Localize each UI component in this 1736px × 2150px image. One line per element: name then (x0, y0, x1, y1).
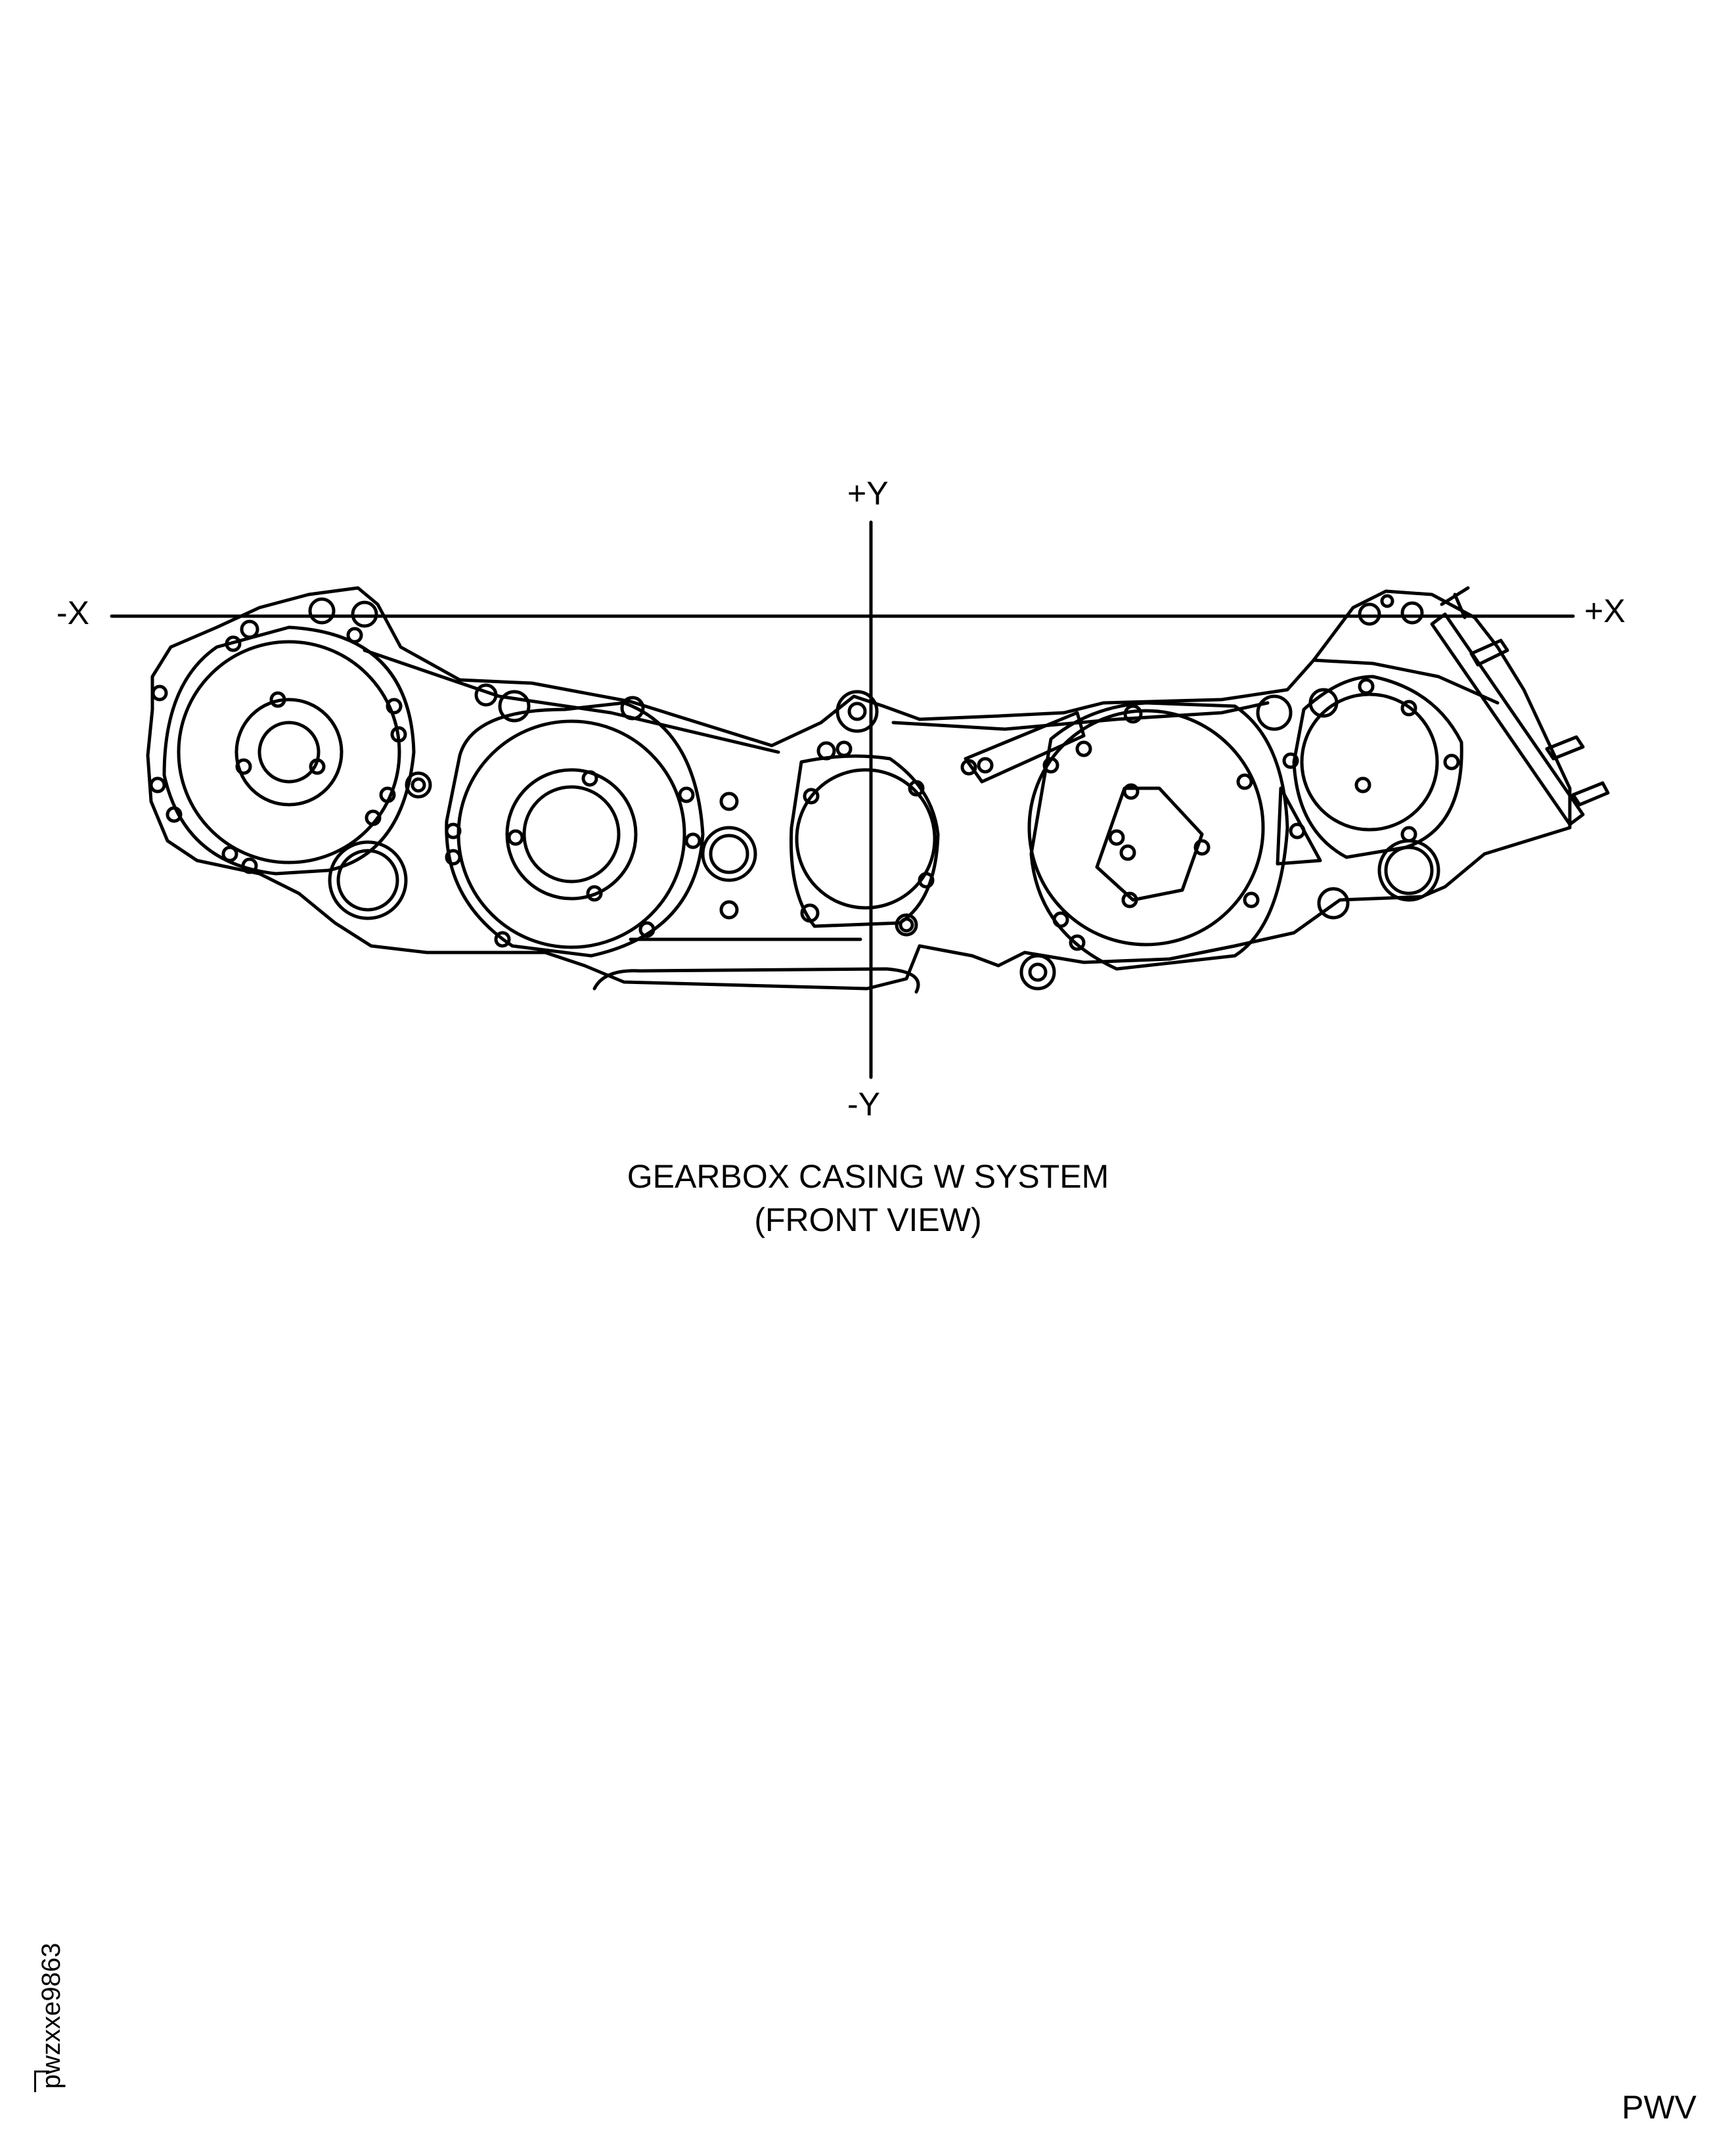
boss-center-left-inner (709, 834, 749, 874)
mount-pad-5 (1282, 675, 1463, 859)
caption-title: GEARBOX CASING W SYSTEM (627, 1158, 1109, 1195)
boss-center-left-bottom (719, 900, 739, 920)
right-top-hole-c (1380, 594, 1394, 608)
boss-left-lower (328, 840, 408, 920)
diagram-caption: GEARBOX CASING W SYSTEM (FRONT VIEW) (0, 1155, 1736, 1242)
boss-left-small-inner (411, 777, 426, 793)
axis-label-minus-y: -Y (847, 1086, 880, 1123)
boss-left-small (405, 771, 432, 799)
boss-right-lower-inner (1384, 845, 1434, 895)
right-top-hole-b (1400, 601, 1424, 625)
document-id: pwzxxe9863 (37, 1942, 66, 2089)
boss-lower-center (1019, 954, 1056, 991)
casing-ridge (363, 648, 1500, 754)
bracket-right (1276, 786, 1322, 866)
boss-center-left (701, 826, 757, 882)
linkage-hole-a (960, 759, 977, 776)
axis-label-minus-x: -X (56, 594, 89, 631)
mount-pad-4 (1027, 701, 1289, 971)
mount-pad-1 (149, 597, 416, 876)
right-top-hole-a (1358, 602, 1381, 626)
mount-pad-2 (445, 683, 705, 958)
casing-outline (146, 586, 1572, 991)
casing-lower-rib (592, 937, 920, 994)
boss-right-upper (1256, 694, 1293, 731)
linkage-arm (964, 711, 1086, 784)
caption-subtitle: (FRONT VIEW) (754, 1201, 982, 1238)
document-id-tick (34, 2071, 49, 2092)
boss-right-bottom (1317, 887, 1350, 920)
boss-right-lower (1377, 839, 1440, 902)
mount-pad-3 (789, 690, 940, 937)
axis-label-plus-x: +X (1584, 593, 1626, 629)
boss-left-lower-inner (336, 849, 399, 912)
axis-label-plus-y: +Y (847, 475, 889, 512)
boss-lower-center-inner (1028, 962, 1048, 982)
linkage-hole-b (977, 757, 994, 774)
boss-center-left-top (719, 792, 739, 811)
side-rail (1430, 586, 1610, 826)
footer-code: PWV (1622, 2089, 1697, 2126)
